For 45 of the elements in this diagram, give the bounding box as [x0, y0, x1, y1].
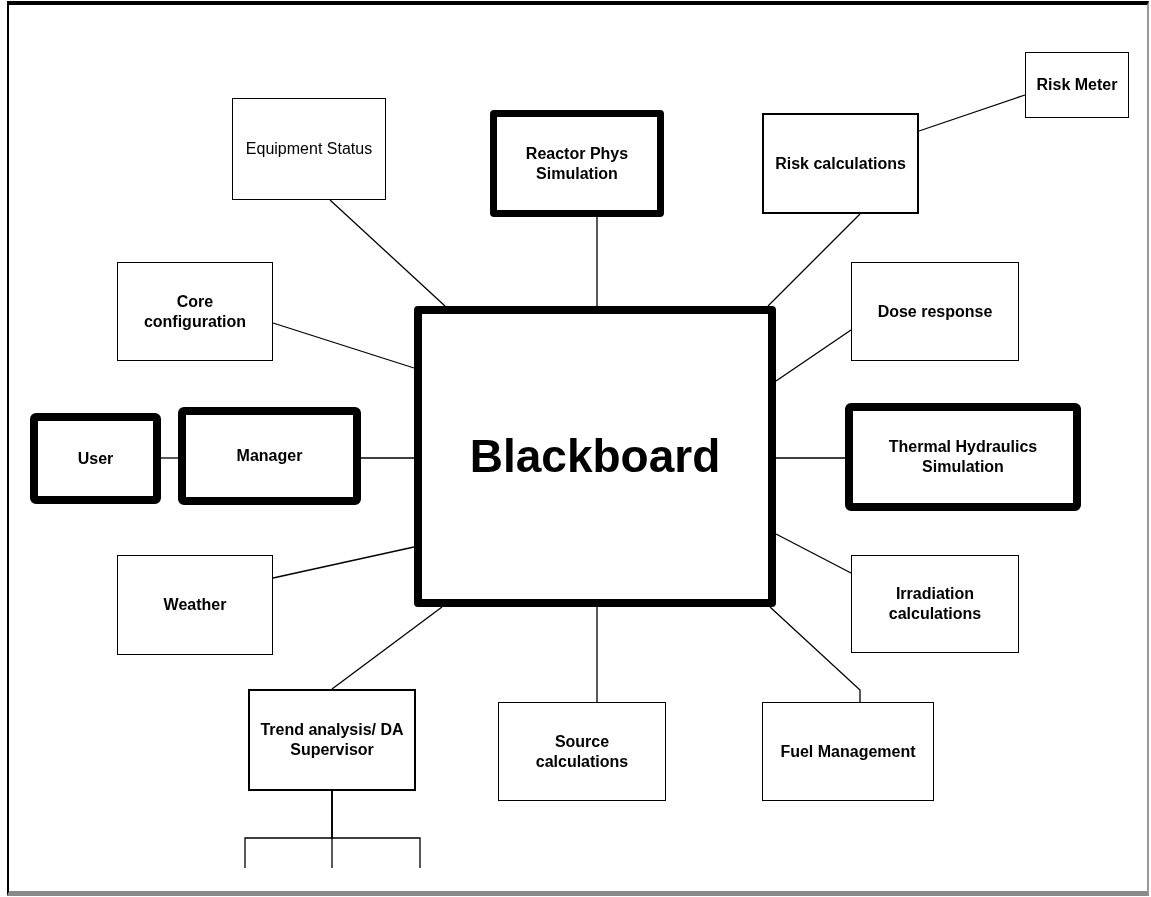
connector-line	[775, 329, 852, 382]
process-box	[851, 555, 1019, 653]
connector-line	[360, 457, 415, 459]
process-box	[851, 262, 1019, 361]
connector-line	[331, 606, 443, 690]
connector-line	[596, 606, 598, 703]
node-label: Thermal Hydraulics Simulation	[887, 437, 1039, 477]
process-box	[490, 110, 664, 217]
process-box	[30, 413, 161, 504]
node-label: Irradiation calculations	[887, 584, 983, 624]
connector-line	[596, 216, 598, 307]
node-label: Blackboard	[469, 428, 721, 484]
process-box	[232, 98, 386, 200]
node-label: Trend analysis/ DA Supervisor	[259, 720, 405, 760]
process-box	[248, 689, 416, 791]
connector-line	[769, 606, 861, 703]
node-label: Risk Meter	[1036, 75, 1118, 95]
process-box	[117, 555, 273, 655]
process-box	[178, 407, 361, 505]
connector-line	[767, 213, 861, 307]
connector-line	[329, 199, 446, 307]
node-label: Fuel Management	[780, 741, 916, 762]
connector-line	[775, 533, 852, 574]
node-label: Weather	[163, 595, 227, 615]
node-label: Equipment Status	[245, 139, 373, 159]
node-label: Core configuration	[142, 291, 248, 332]
process-box	[845, 403, 1081, 511]
process-box	[414, 306, 776, 607]
process-box	[762, 113, 919, 214]
process-box	[1025, 52, 1129, 118]
connector-line	[272, 322, 415, 369]
process-box	[117, 262, 273, 361]
node-label: Source calculations	[534, 731, 630, 772]
node-label: Dose response	[877, 301, 993, 322]
connector-line	[272, 546, 415, 579]
node-label: User	[77, 448, 114, 469]
node-label: Manager	[236, 446, 303, 466]
connector-line	[918, 94, 1026, 132]
process-box	[498, 702, 666, 801]
connector-line	[160, 457, 179, 459]
connector-line	[331, 790, 421, 869]
process-box	[762, 702, 934, 801]
node-label: Risk calculations	[775, 153, 906, 174]
connector-line	[775, 457, 846, 459]
node-label: Reactor Phys Simulation	[524, 143, 630, 184]
